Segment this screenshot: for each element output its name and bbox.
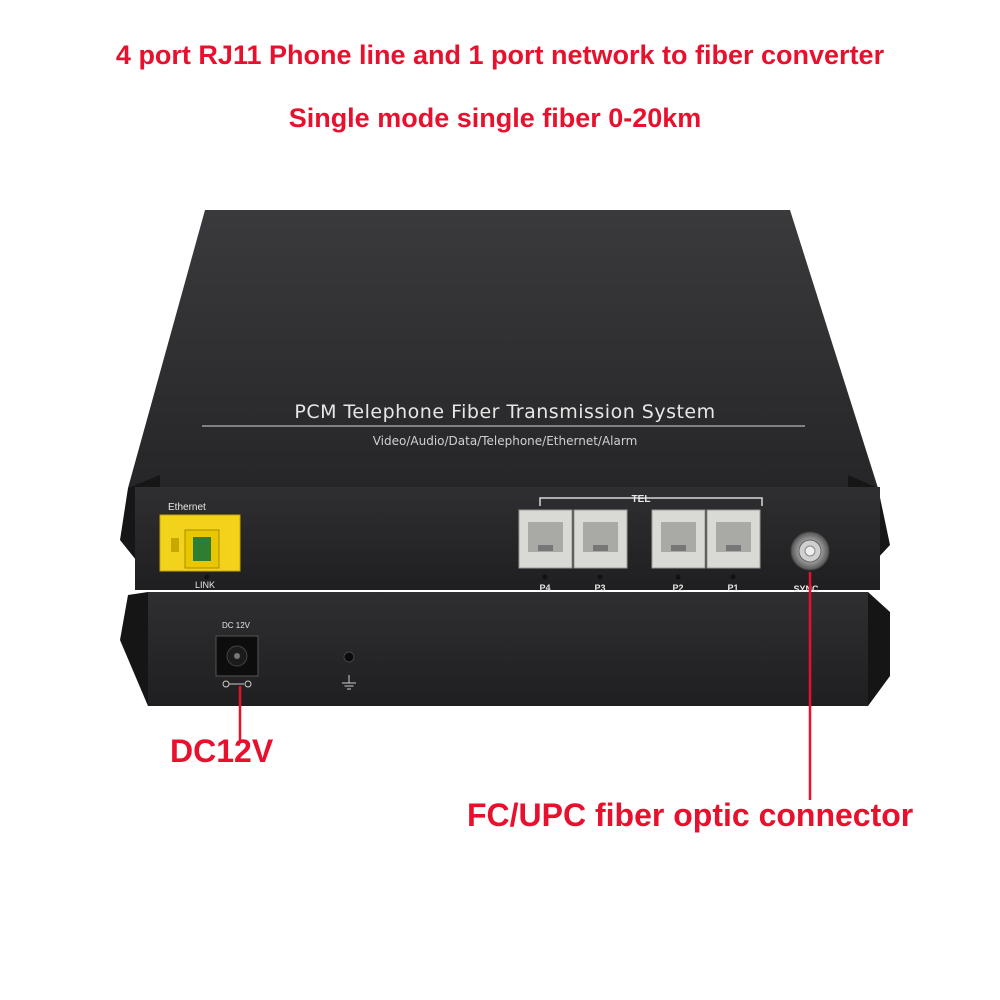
device-title: PCM Telephone Fiber Transmission System: [294, 401, 715, 423]
p3-led: [597, 574, 603, 580]
tel-label: TEL: [632, 494, 651, 505]
port-label-p2: P2: [672, 583, 683, 593]
power-callout-label: DC12V: [170, 733, 274, 769]
link-led: [204, 574, 210, 580]
polarity-symbol-icon: [222, 680, 252, 688]
port-label-p4: P4: [539, 583, 550, 593]
headline-line-1: 4 port RJ11 Phone line and 1 port networ…: [115, 40, 885, 70]
port-label-p3: P3: [594, 583, 605, 593]
rj11-port-p2[interactable]: [651, 509, 706, 569]
rj11-port-p4[interactable]: [518, 509, 573, 569]
p2-led: [675, 574, 681, 580]
upper-unit-top-cover: [128, 210, 878, 488]
fiber-callout-label: FC/UPC fiber optic connector: [467, 797, 914, 833]
lower-unit-front-panel: [148, 592, 868, 706]
lower-unit: [120, 592, 890, 706]
sync-label: SYNC: [793, 584, 819, 594]
fiber-connector[interactable]: [790, 531, 830, 571]
rj11-port-p1[interactable]: [706, 509, 761, 569]
headline-line-2: Single mode single fiber 0-20km: [288, 103, 702, 133]
rj11-port-p3[interactable]: [573, 509, 628, 569]
upper-unit: [120, 210, 890, 590]
upper-unit-front-panel: [135, 487, 880, 590]
link-label: LINK: [195, 580, 215, 590]
dc-small-label: DC 12V: [222, 621, 251, 630]
ground-screw: [343, 651, 355, 663]
ethernet-port[interactable]: [159, 514, 241, 572]
p4-led: [542, 574, 548, 580]
dc-power-jack[interactable]: [215, 635, 259, 677]
ethernet-label: Ethernet: [168, 502, 206, 513]
device-subtitle: Video/Audio/Data/Telephone/Ethernet/Alar…: [373, 434, 638, 448]
port-label-p1: P1: [727, 583, 738, 593]
ground-icon: [342, 675, 356, 690]
p1-led: [730, 574, 736, 580]
